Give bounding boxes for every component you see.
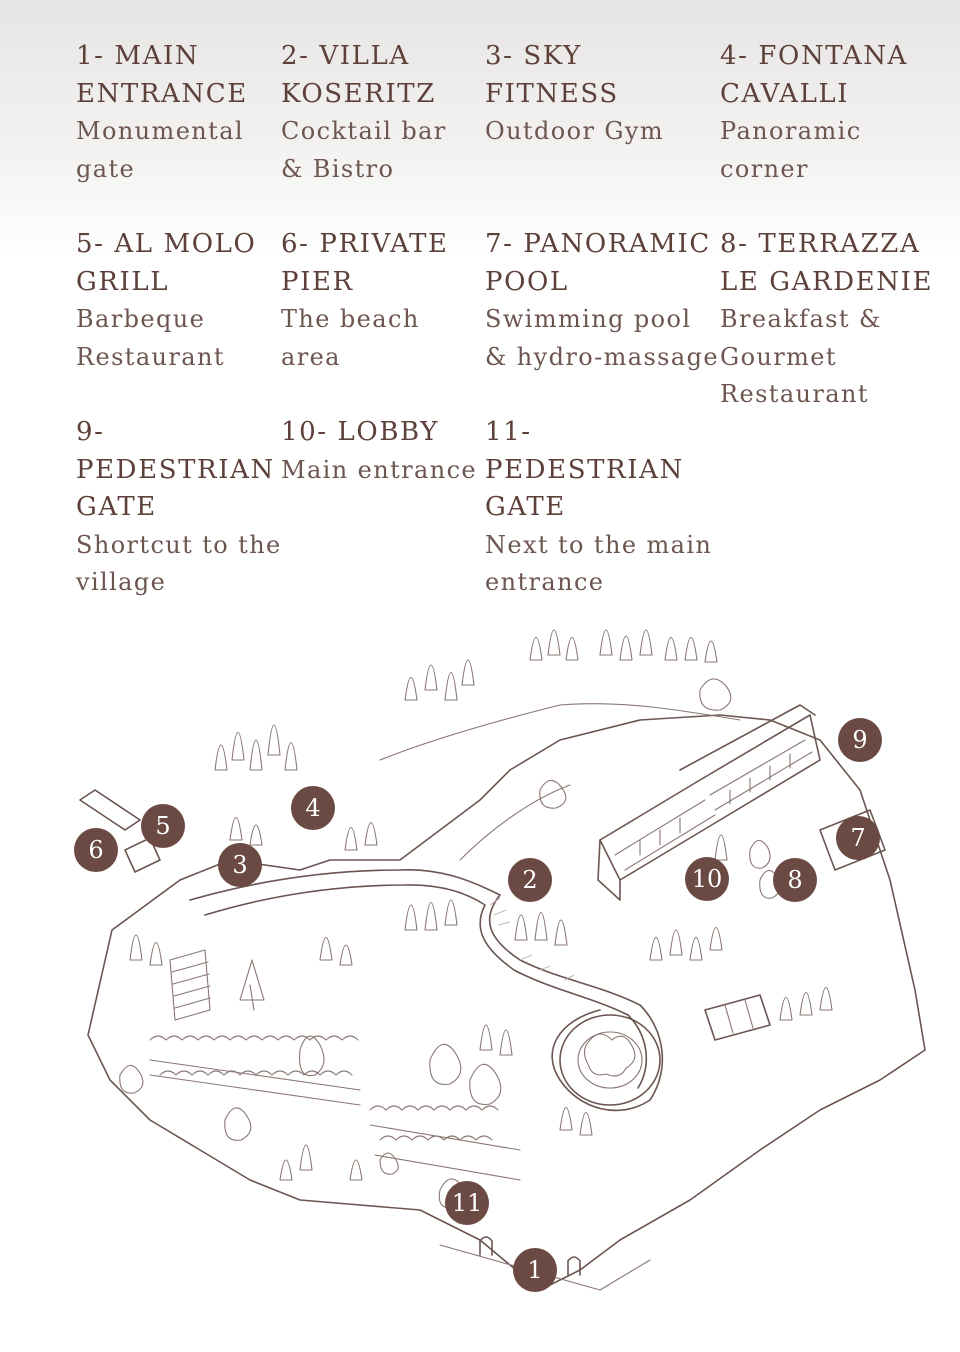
hedge-rows — [149, 1035, 521, 1181]
roundabout — [559, 1014, 661, 1106]
legend-title: 3- SKY FITNESS — [485, 41, 619, 109]
marker-label: 3 — [232, 851, 247, 879]
map-marker-8[interactable]: 8 — [773, 858, 817, 902]
legend: 1- MAIN ENTRANCE Monumental gate 2- VILL… — [0, 0, 960, 620]
map-marker-4[interactable]: 4 — [291, 786, 335, 830]
legend-description: Swimming pool & hydro-massage — [485, 305, 719, 371]
legend-entry-pedestrian-gate-main: 11- PEDESTRIAN GATE Next to the main ent… — [485, 414, 725, 602]
marker-circle — [773, 858, 817, 902]
driveway — [189, 868, 664, 1112]
map-marker-9[interactable]: 9 — [838, 718, 882, 762]
map-marker-5[interactable]: 5 — [141, 804, 185, 848]
map-marker-10[interactable]: 10 — [685, 857, 729, 901]
legend-title: 7- PANORAMIC POOL — [485, 229, 711, 297]
legend-entry-panoramic-pool: 7- PANORAMIC POOL Swimming pool & hydro-… — [485, 226, 725, 376]
map-marker-1[interactable]: 1 — [513, 1248, 557, 1292]
marker-circle — [291, 786, 335, 830]
marker-circle — [141, 804, 185, 848]
marker-circle — [218, 843, 262, 887]
cypress-trees — [129, 629, 833, 1181]
map-marker-11[interactable]: 11 — [445, 1181, 489, 1225]
marker-label: 11 — [452, 1189, 483, 1217]
marker-circle — [838, 718, 882, 762]
marker-circle — [74, 828, 118, 872]
marker-circle — [513, 1248, 557, 1292]
legend-entry-sky-fitness: 3- SKY FITNESS Outdoor Gym — [485, 38, 725, 151]
marker-label: 7 — [850, 824, 865, 852]
marker-circle — [685, 857, 729, 901]
legend-entry-terrazza-le-gardenie: 8- TERRAZZA LE GARDENIE Breakfast & Gour… — [720, 226, 960, 414]
site-boundary — [87, 714, 926, 1291]
legend-title: 5- AL MOLO GRILL — [76, 229, 257, 297]
marker-circle — [836, 816, 880, 860]
resort-map: 1 2 3 4 5 6 7 8 9 10 11 — [74, 629, 926, 1292]
legend-description: Panoramic corner — [720, 117, 862, 183]
legend-description: Barbeque Restaurant — [76, 305, 225, 371]
legend-description: Shortcut to the village — [76, 530, 282, 597]
legend-description: Cocktail bar & Bistro — [281, 117, 447, 183]
legend-entry-al-molo-grill: 5- AL MOLO GRILL Barbeque Restaurant — [76, 226, 316, 376]
legend-title: 1- MAIN ENTRANCE — [76, 41, 248, 109]
legend-title: 2- VILLA KOSERITZ — [281, 41, 436, 109]
marker-label: 2 — [522, 866, 537, 894]
legend-description: Monumental gate — [76, 117, 244, 183]
legend-title: 11- PEDESTRIAN GATE — [485, 417, 684, 522]
legend-description: Main entrance — [281, 455, 478, 484]
marker-label: 4 — [305, 794, 320, 822]
legend-description: Outdoor Gym — [485, 117, 665, 145]
legend-description: Next to the main entrance — [485, 530, 713, 597]
marker-label: 6 — [88, 836, 103, 864]
hotel-building — [597, 704, 821, 901]
marker-label: 9 — [852, 726, 867, 754]
legend-title: 9- PEDESTRIAN GATE — [76, 417, 275, 522]
legend-title: 8- TERRAZZA LE GARDENIE — [720, 229, 934, 297]
map-marker-6[interactable]: 6 — [74, 828, 118, 872]
marker-label: 8 — [787, 866, 802, 894]
marker-label: 10 — [692, 865, 723, 893]
map-marker-2[interactable]: 2 — [508, 858, 552, 902]
marker-circle — [445, 1181, 489, 1225]
shrubs — [119, 678, 781, 1209]
marker-label: 1 — [527, 1256, 542, 1284]
legend-title: 4- FONTANA CAVALLI — [720, 41, 908, 109]
main-gate — [479, 1236, 581, 1276]
legend-entry-villa-koseritz: 2- VILLA KOSERITZ Cocktail bar & Bistro — [281, 38, 521, 188]
map-marker-7[interactable]: 7 — [836, 816, 880, 860]
legend-entry-main-entrance: 1- MAIN ENTRANCE Monumental gate — [76, 38, 316, 188]
marker-circle — [508, 858, 552, 902]
marker-label: 5 — [155, 812, 170, 840]
legend-entry-pedestrian-gate-village: 9- PEDESTRIAN GATE Shortcut to the villa… — [76, 414, 316, 602]
pier — [79, 789, 141, 831]
map-marker-3[interactable]: 3 — [218, 843, 262, 887]
legend-description: Breakfast & Gourmet Restaurant — [720, 305, 882, 408]
legend-title: 6- PRIVATE PIER — [281, 229, 449, 297]
legend-entry-fontana-cavalli: 4- FONTANA CAVALLI Panoramic corner — [720, 38, 960, 188]
legend-entry-lobby: 10- LOBBY Main entrance — [281, 414, 521, 489]
legend-description: The beach area — [281, 305, 420, 371]
legend-entry-private-pier: 6- PRIVATE PIER The beach area — [281, 226, 521, 376]
legend-title: 10- LOBBY — [281, 417, 440, 447]
